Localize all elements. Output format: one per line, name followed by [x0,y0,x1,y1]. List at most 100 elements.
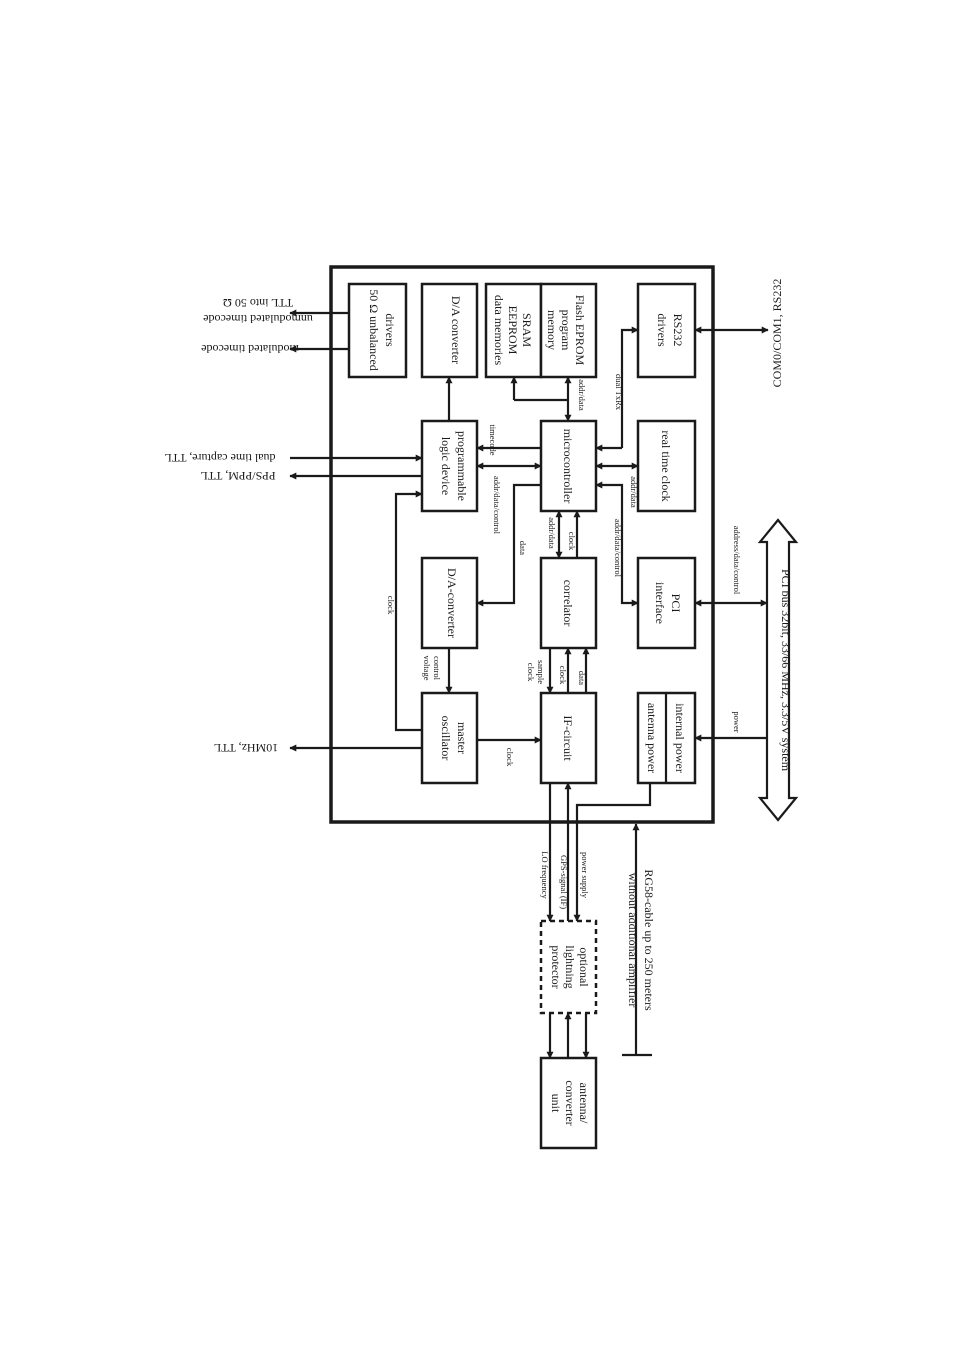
svg-text:modulated timecode: modulated timecode [201,342,299,356]
svg-text:COM0/COM1, RS232: COM0/COM1, RS232 [770,279,784,388]
svg-text:addr/data/control: addr/data/control [613,519,623,578]
svg-text:unmodulated timecodeTTL into 5: unmodulated timecodeTTL into 50 Ω [203,296,313,326]
flash-label: Flash EPROM [573,295,587,366]
flash-addrdata-label: addr/data [577,379,587,411]
pld-block: programmablelogic device [420,419,479,513]
power-supply-label: power supply [580,852,590,899]
pld-bus-label: addr/data/control [492,476,502,535]
svg-text:SRAMEEPROMdata memories: SRAMEEPROMdata memories [492,295,534,366]
svg-text:drivers50 Ω unbalanced: drivers50 Ω unbalanced [367,289,397,371]
svg-text:addr/data: addr/data [629,476,639,508]
microcontroller-block: microcontroller [539,419,598,513]
control-label: control [432,656,442,681]
svg-text:address/data/control: address/data/control [732,526,742,595]
svg-text:PCIinterface: PCIinterface [653,582,683,624]
svg-text:IF-circuit: IF-circuit [561,715,575,761]
svg-text:addr/data/control: addr/data/control [492,476,502,535]
mc-corr-addrdata-label: addr/data [547,517,557,549]
svg-text:PPS/PPM, TTL: PPS/PPM, TTL [200,469,275,483]
voltage-label: voltage [422,655,432,680]
svg-text:controlvoltage: controlvoltage [422,655,442,680]
svg-text:timecode: timecode [488,424,498,455]
lo-freq-label: LO frequency [540,851,550,899]
svg-text:RG58-cable up to 250 meterswit: RG58-cable up to 250 meterswithout addit… [626,869,656,1011]
osc-label-2: oscillator [439,716,453,761]
rg58-label-2: without additional amplifier [626,873,640,1008]
mc-corr-clock-label: clock [567,532,577,551]
svg-text:correlator: correlator [561,580,575,627]
svg-text:antenna/converterunit: antenna/converterunit [549,1080,591,1125]
svg-text:dual time capture, TTL: dual time capture, TTL [164,451,275,465]
svg-text:real time clock: real time clock [659,430,673,501]
svg-text:clock: clock [567,532,577,551]
svg-text:power: power [732,711,742,732]
if-clock-label: clock [558,666,568,685]
svg-text:dual TxRx: dual TxRx [614,374,624,411]
pci-bus-arrow [757,518,799,822]
clock-label-pld: clock [386,596,396,615]
pld-label-2: logic device [439,437,453,495]
svg-text:addr/data: addr/data [547,517,557,549]
da-converter-mid-block: D/A-converter [420,556,479,650]
sample-clock-label: clock [526,663,536,682]
mc-label: microcontroller [561,429,575,504]
timecode-label: timecode [488,424,498,455]
power-supply-line [573,783,652,922]
power-block: antenna power internal power [636,691,697,785]
svg-text:Flash EPROMprogrammemory: Flash EPROMprogrammemory [545,295,587,366]
mc-pci-bus [595,481,639,607]
board-frame [329,265,715,824]
svg-text:sampleclock: sampleclock [526,660,546,684]
svg-text:addr/data: addr/data [577,379,587,411]
memory-label: memory [545,310,559,350]
acu-label-1: antenna/ [577,1083,591,1124]
sram-label: SRAM [520,313,534,347]
svg-text:masteroscillator: masteroscillator [439,716,469,761]
svg-text:10MHz, TTL: 10MHz, TTL [214,741,278,755]
eeprom-label: EEPROM [506,306,520,355]
master-oscillator-block: masteroscillator [420,691,479,785]
mc-to-da-mid-data [476,483,541,607]
power-label: power [732,711,742,732]
svg-text:internal power: internal power [673,703,687,773]
sram-eeprom-block: SRAMEEPROMdata memories [484,282,543,379]
osc-label: master [455,722,469,754]
drivers-block: drivers50 Ω unbalanced [347,282,408,379]
antenna-power-label: antenna power [645,703,659,773]
svg-text:LO frequency: LO frequency [540,851,550,899]
light-label-3: protector [549,945,563,988]
pci-bus-label: PCI bus 32bit, 33/66 MHz, 3.3/5V system [779,569,793,772]
dual-capture-label: dual time capture, TTL [164,451,275,465]
svg-text:RS232drivers: RS232drivers [655,313,685,347]
internal-power-label: internal power [673,703,687,773]
real-time-clock-block: real time clock [636,419,697,513]
light-label-2: lightning [563,945,577,988]
svg-text:optionallightningprotector: optionallightningprotector [549,945,591,988]
rtc-addrdata-label: addr/data [629,476,639,508]
com-label: COM0/COM1, RS232 [770,279,784,388]
drivers-label: drivers [383,313,397,347]
program-label: program [559,310,573,351]
if-data-label: data [577,671,587,685]
osc-clock-to-pld [394,490,423,732]
pci-ctrl-label: addr/data/control [613,519,623,578]
svg-text:clock: clock [558,666,568,685]
dual-txrx-label: dual TxRx [614,374,624,411]
svg-text:power supply: power supply [580,852,590,899]
svg-text:clock: clock [386,596,396,615]
ttl-50-label: TTL into 50 Ω [223,296,293,310]
pld-label: programmable [455,431,469,501]
rs232-drivers-label: drivers [655,313,669,347]
svg-text:PCI bus 32bit, 33/66 MHz, 3.3/: PCI bus 32bit, 33/66 MHz, 3.3/5V system [779,569,793,772]
tenmhz-label: 10MHz, TTL [214,741,278,755]
antenna-converter-unit-block: antenna/converterunit [539,1056,598,1150]
svg-text:microcontroller: microcontroller [561,429,575,504]
rs232-drivers-block: RS232drivers [636,282,697,379]
pps-label: PPS/PPM, TTL [200,469,275,483]
pci-address-label: address/data/control [732,526,742,595]
pci-label: PCI [669,594,683,613]
if-circuit-block: IF-circuit [539,691,598,785]
flash-eprom-block: Flash EPROMprogrammemory [539,282,598,379]
svg-text:GPS-signal (IF): GPS-signal (IF) [559,855,569,909]
